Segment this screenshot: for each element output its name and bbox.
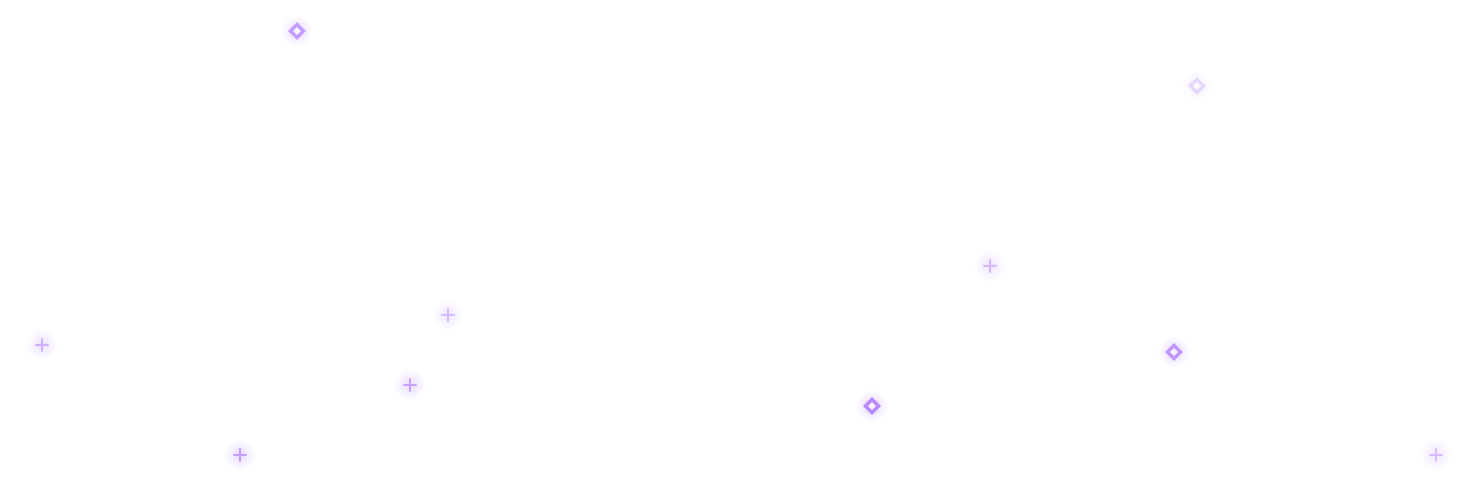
diamond-sparkle-icon	[1181, 70, 1213, 102]
diamond-sparkle-icon	[856, 390, 888, 422]
sparkle-8	[852, 386, 892, 426]
sparkle-9	[1154, 332, 1194, 372]
plus-sparkle-icon	[224, 439, 256, 471]
sparkle-7	[220, 435, 260, 475]
plus-sparkle-icon	[432, 299, 464, 331]
diamond-sparkle-icon	[1158, 336, 1190, 368]
plus-sparkle-icon	[1420, 439, 1452, 471]
sparkle-5	[22, 325, 62, 365]
plus-sparkle-icon	[26, 329, 58, 361]
plus-sparkle-icon	[974, 250, 1006, 282]
sparkle-3	[970, 246, 1010, 286]
sparkle-2	[1177, 66, 1217, 106]
sparkle-1	[277, 11, 317, 51]
diamond-sparkle-icon	[281, 15, 313, 47]
plus-sparkle-icon	[394, 369, 426, 401]
sparkle-4	[428, 295, 468, 335]
sparkle-6	[390, 365, 430, 405]
sparkle-10	[1416, 435, 1456, 475]
